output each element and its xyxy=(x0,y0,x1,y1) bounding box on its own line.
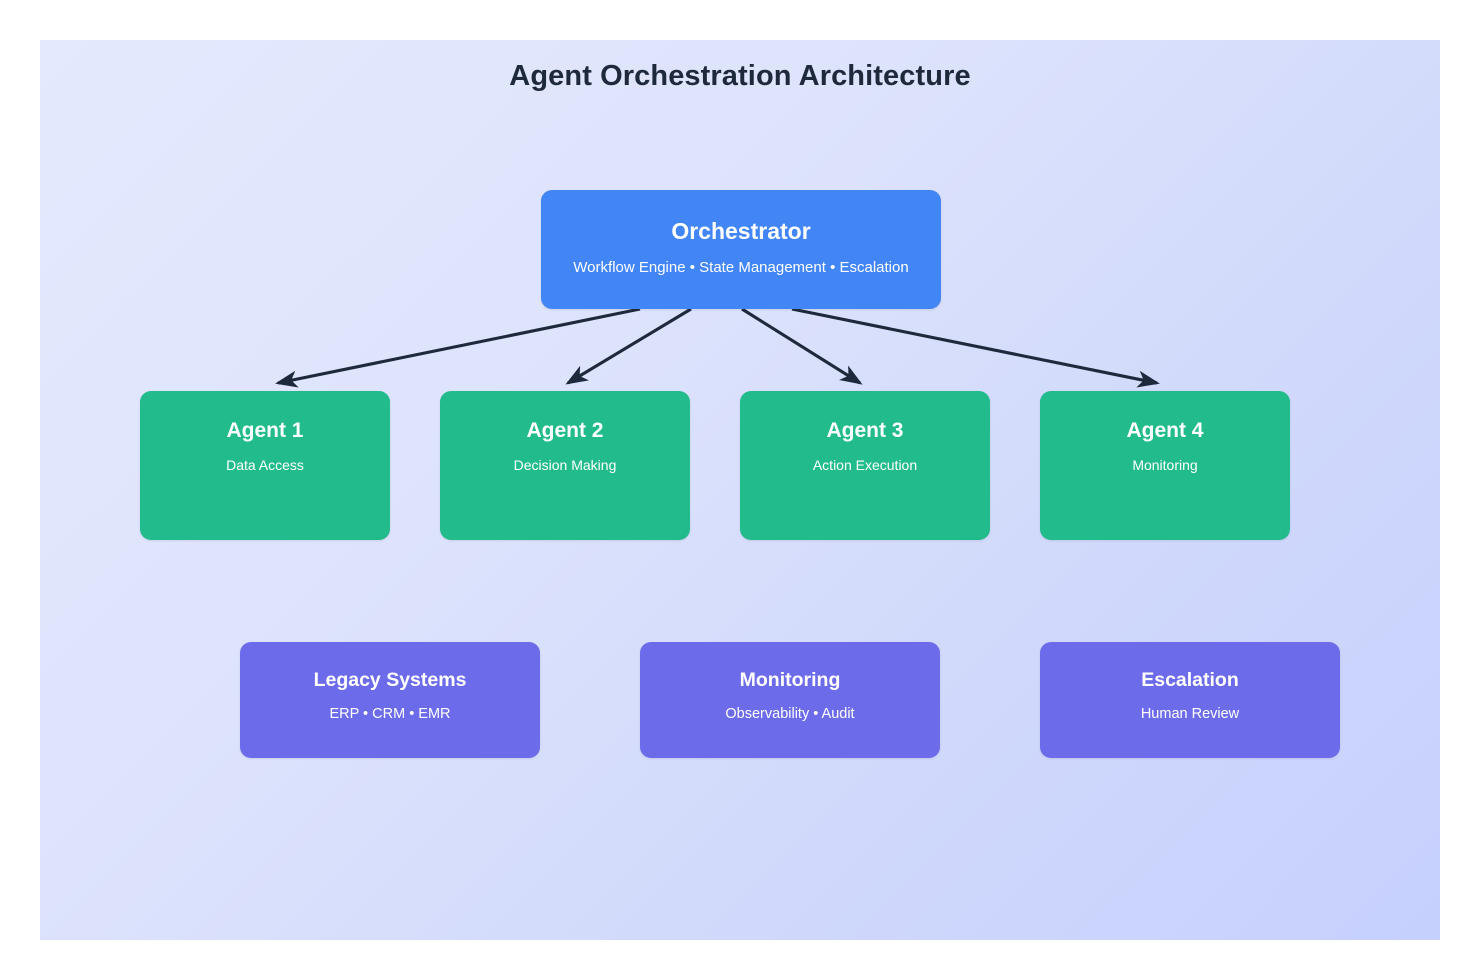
node-agent-3[interactable]: Agent 3 Action Execution xyxy=(740,391,990,540)
node-title: Agent 4 xyxy=(1126,419,1204,442)
node-subtitle: Action Execution xyxy=(812,457,918,474)
node-title: Legacy Systems xyxy=(313,669,467,691)
node-title: Agent 3 xyxy=(826,419,904,442)
node-title: Agent 1 xyxy=(226,419,304,442)
node-agent-4[interactable]: Agent 4 Monitoring xyxy=(1040,391,1290,540)
connector-orchestrator-agent-1 xyxy=(275,307,641,388)
connector-orchestrator-agent-3 xyxy=(741,307,863,385)
node-title: Orchestrator xyxy=(671,218,811,244)
node-subtitle: Data Access xyxy=(226,457,304,474)
node-subtitle: Observability • Audit xyxy=(725,706,855,723)
node-title: Agent 2 xyxy=(526,419,604,442)
node-title: Monitoring xyxy=(739,669,841,691)
node-title: Escalation xyxy=(1141,669,1239,691)
node-agent-1[interactable]: Agent 1 Data Access xyxy=(140,391,390,540)
node-subtitle: ERP • CRM • EMR xyxy=(329,706,451,723)
node-subtitle: Human Review xyxy=(1140,706,1240,723)
node-agent-2[interactable]: Agent 2 Decision Making xyxy=(440,391,690,540)
node-orchestrator[interactable]: Orchestrator Workflow Engine • State Man… xyxy=(541,190,941,309)
node-legacy-systems[interactable]: Legacy Systems ERP • CRM • EMR xyxy=(240,642,540,758)
connector-orchestrator-agent-4 xyxy=(791,307,1160,388)
node-escalation[interactable]: Escalation Human Review xyxy=(1040,642,1340,758)
node-subtitle: Workflow Engine • State Management • Esc… xyxy=(573,259,909,277)
page-title: Agent Orchestration Architecture xyxy=(509,60,971,92)
connector-orchestrator-agent-2 xyxy=(565,307,692,385)
node-subtitle: Decision Making xyxy=(513,457,617,474)
node-monitoring[interactable]: Monitoring Observability • Audit xyxy=(640,642,940,758)
diagram-canvas: Agent Orchestration Architecture Orchest… xyxy=(40,40,1440,940)
node-subtitle: Monitoring xyxy=(1132,457,1198,474)
